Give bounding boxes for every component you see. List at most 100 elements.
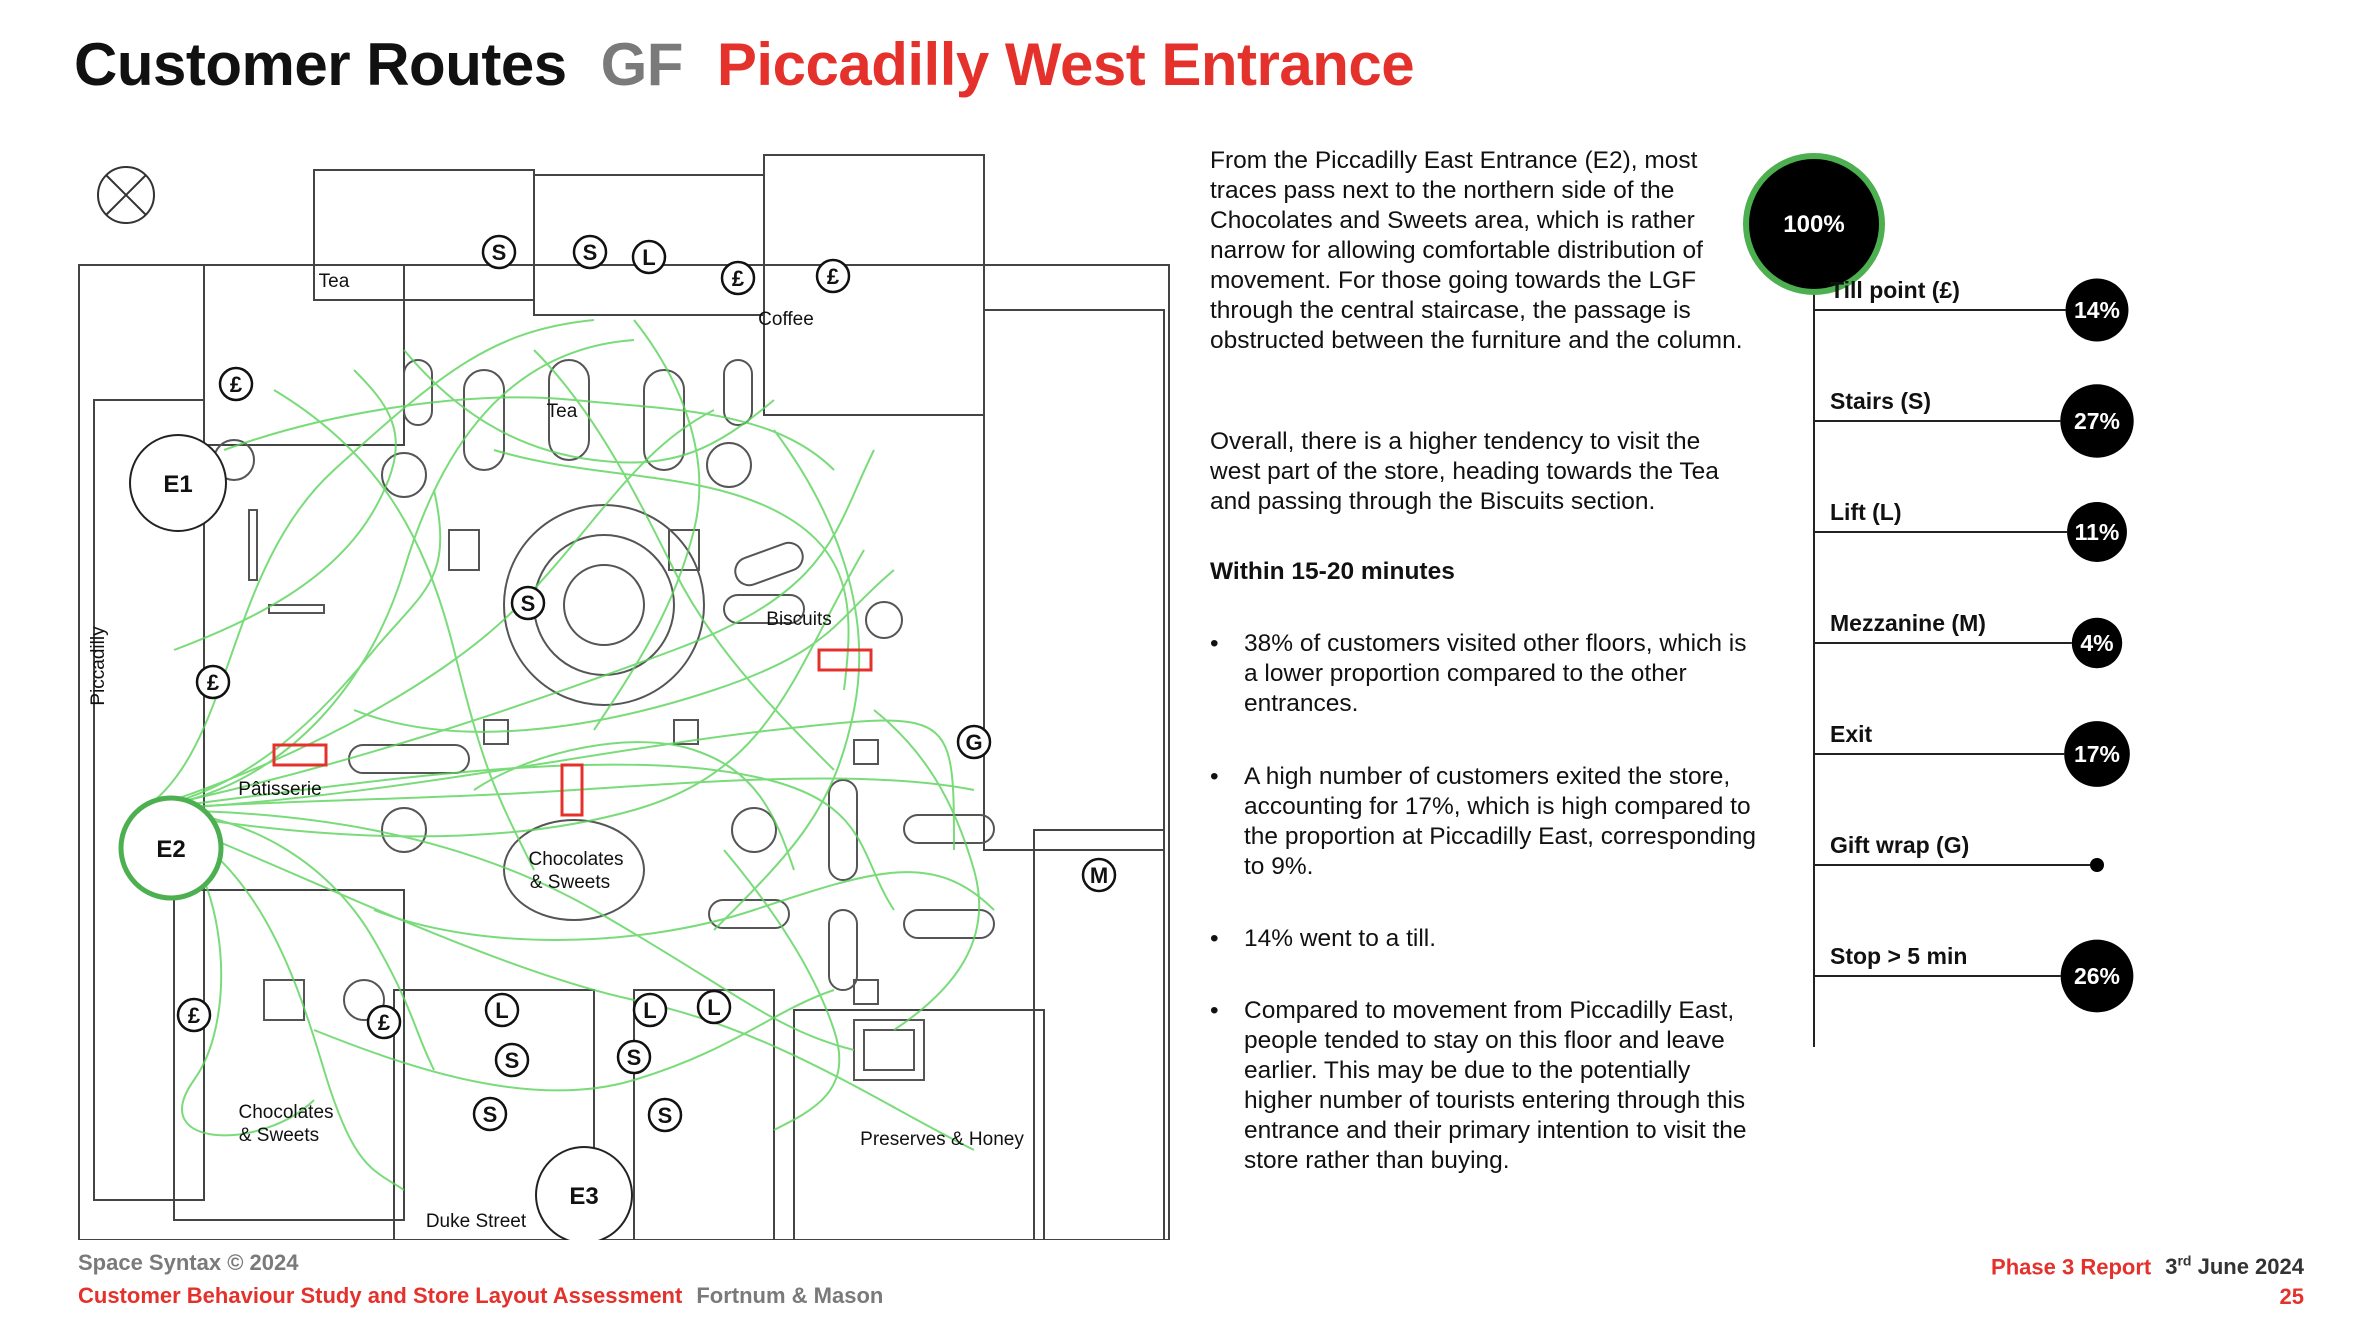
flow-label: Stairs (S) — [1830, 388, 1931, 414]
lift-marker: L — [632, 992, 668, 1028]
bullet-text: 14% went to a till. — [1244, 925, 1437, 952]
label-coffee: Coffee — [758, 309, 814, 330]
flow-label: Gift wrap (G) — [1830, 832, 1969, 858]
stairs-marker: S — [510, 585, 546, 621]
flow-value: 14% — [2074, 297, 2120, 323]
label-preserves: Preserves & Honey — [860, 1129, 1024, 1150]
till-marker-label: £ — [378, 1010, 391, 1035]
north-arrow-icon — [97, 166, 155, 224]
footer-date-rest: June 2024 — [2197, 1254, 2304, 1280]
total-circle: 100% — [1743, 153, 1885, 295]
stairs-marker-label: S — [505, 1048, 520, 1073]
lift-marker-label: L — [642, 245, 655, 270]
flow-value: 4% — [2080, 630, 2113, 656]
lift-marker-label: L — [643, 998, 656, 1023]
footer-study-line: Customer Behaviour Study and Store Layou… — [78, 1283, 883, 1309]
entrance-e1-marker: E1 — [129, 434, 227, 532]
flow-label: Lift (L) — [1830, 499, 1902, 525]
bullet-dot: • — [1210, 763, 1219, 790]
till-marker: £ — [366, 1004, 402, 1040]
bullet-text: A high number of customers exited the st… — [1244, 763, 1757, 880]
bullet-text: 38% of customers visited other floors, w… — [1244, 630, 1747, 717]
title-floor: GF — [600, 31, 684, 98]
bullet-dot: • — [1210, 997, 1219, 1024]
stairs-marker: S — [494, 1042, 530, 1078]
entrance-e3-marker: E3 — [535, 1146, 633, 1240]
bullet-item: • Compared to movement from Piccadilly Ea… — [1210, 996, 1750, 1211]
entrance-e2-label: E2 — [156, 836, 185, 863]
stairs-marker-label: S — [658, 1103, 673, 1128]
flow-value: 11% — [2075, 519, 2120, 545]
label-chocolates-bottom-2: & Sweets — [239, 1125, 319, 1146]
mezzanine-marker: M — [1081, 857, 1117, 893]
flow-label: Till point (£) — [1830, 277, 1960, 303]
flow-value-circle — [2071, 617, 2123, 669]
mezzanine-marker-label: M — [1090, 863, 1108, 888]
plan-walls — [78, 154, 1170, 1240]
till-marker-label: £ — [230, 372, 243, 397]
footer-client: Fortnum & Mason — [696, 1283, 884, 1308]
bullet-item: • A high number of customers exited the s… — [1210, 762, 1756, 887]
flow-diagram: 100% Till point (£) 14% Stairs (S) 27% Lift … — [1743, 153, 2134, 1047]
flow-label: Stop > 5 min — [1830, 943, 1967, 969]
obstruction-highlights — [272, 648, 873, 817]
till-marker-label: £ — [827, 264, 840, 289]
label-chocolates-center-2: & Sweets — [530, 872, 610, 893]
label-chocolates-bottom: Chocolates — [238, 1102, 333, 1123]
footer-date-day: 3 — [2165, 1254, 2178, 1280]
footer-copyright: Space Syntax © 2024 — [78, 1250, 299, 1275]
flow-value-circle — [2060, 384, 2134, 458]
flow-items: Till point (£) 14% Stairs (S) 27% Lift (L) 11… — [1814, 277, 2134, 1013]
stairs-marker: S — [616, 1039, 652, 1075]
lift-marker: L — [631, 239, 667, 275]
plan-fixtures — [213, 359, 995, 1081]
entrance-e2-marker: E2 — [118, 795, 224, 901]
flow-value-circle — [2064, 721, 2130, 787]
bullet-text: Compared to movement from Piccadilly Eas… — [1244, 997, 1747, 1174]
flow-value-circle — [2090, 858, 2104, 872]
footer-report: Phase 3 Report — [1991, 1254, 2152, 1280]
flow-value: 27% — [2074, 408, 2120, 434]
lift-marker: L — [484, 992, 520, 1028]
stairs-marker-label: S — [583, 240, 598, 265]
stairs-marker-label: S — [483, 1102, 498, 1127]
entrance-e3-label: E3 — [569, 1183, 598, 1210]
stairs-marker: S — [472, 1096, 508, 1132]
stairs-marker-label: S — [521, 591, 536, 616]
flow-label: Exit — [1830, 721, 1873, 747]
bullet-dot: • — [1210, 925, 1219, 952]
flow-value-circle — [2060, 939, 2134, 1013]
footer-date: 3rd June 2024 — [2165, 1253, 2304, 1280]
label-biscuits: Biscuits — [766, 609, 831, 630]
footer-date-sup: rd — [2177, 1253, 2192, 1269]
title-main: Customer Routes — [74, 31, 567, 98]
stairs-marker-label: S — [627, 1045, 642, 1070]
flow-value-circle — [2065, 278, 2129, 342]
till-marker: £ — [218, 366, 254, 402]
page-number: 25 — [2279, 1284, 2304, 1309]
description-heading: Within 15-20 minutes — [1210, 558, 1455, 585]
lift-marker-label: L — [707, 995, 720, 1020]
floor-plan: Tea Tea Coffee Biscuits Pâtisserie Choco… — [78, 154, 1170, 1240]
footer-report-line: Phase 3 Report 3rd June 2024 — [1991, 1253, 2304, 1280]
label-piccadilly: Piccadilly — [88, 626, 109, 706]
label-patisserie: Pâtisserie — [238, 779, 321, 800]
flow-value: 26% — [2074, 963, 2120, 989]
label-duke-street: Duke Street — [426, 1211, 527, 1232]
label-tea-top: Tea — [319, 271, 350, 292]
till-marker: £ — [195, 664, 231, 700]
till-marker: £ — [176, 997, 212, 1033]
footer-study: Customer Behaviour Study and Store Layou… — [78, 1283, 683, 1308]
stairs-marker: S — [647, 1097, 683, 1133]
till-marker-label: £ — [188, 1003, 201, 1028]
stairs-marker: S — [572, 234, 608, 270]
flow-value-circle — [2067, 502, 2127, 562]
bullet-dot: • — [1210, 630, 1219, 657]
till-marker-label: £ — [207, 670, 220, 695]
label-tea-center: Tea — [547, 401, 578, 422]
till-marker: £ — [720, 260, 756, 296]
stairs-marker: S — [481, 234, 517, 270]
description-paragraph-2: Overall, there is a higher tendency to v… — [1210, 428, 1719, 515]
till-marker: £ — [815, 258, 851, 294]
